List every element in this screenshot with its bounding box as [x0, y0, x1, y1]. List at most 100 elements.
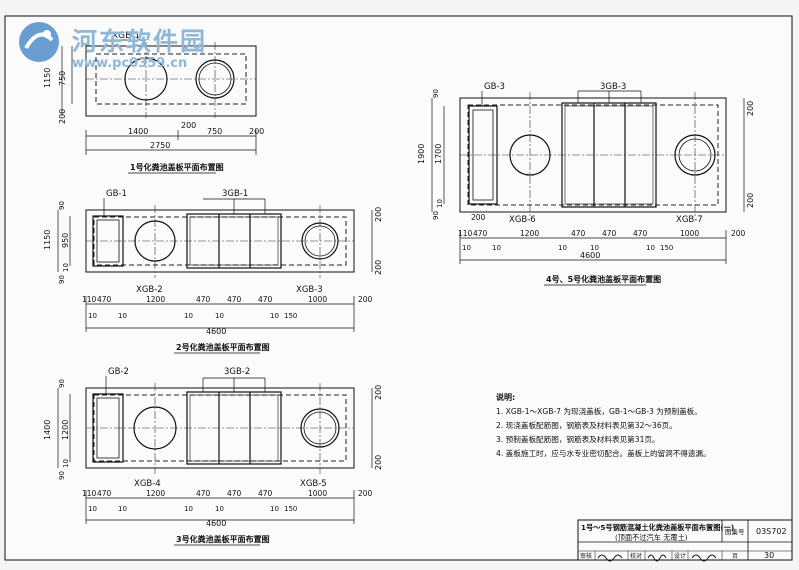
notes-item-2: 2. 现浇盖板配筋图，钢筋表及材料表见第32～36页。: [496, 420, 677, 430]
watermark: 河东软件园 www.pc0359.cn: [6, 10, 216, 71]
sheet-border: [4, 15, 793, 561]
plan2-label-gb: GB-1: [106, 189, 127, 199]
plan3-left-1400: 1400: [43, 420, 52, 440]
plan1-dim-200a: 200: [58, 109, 67, 124]
plan4-label-xgb6: XGB-6: [509, 215, 536, 225]
plan4-manhole-2: [674, 134, 716, 176]
plan4-s-10b: 10: [492, 244, 501, 252]
plan2-caption: 2号化粪池盖板平面布置图: [176, 342, 270, 352]
plan3-manhole-2: [300, 408, 340, 448]
plan1-dim-1150: 1150: [43, 68, 52, 88]
plan-3: GB-2 3GB-2 XGB-4 XGB-5 90 1400 1200 10 9…: [43, 367, 383, 546]
plan2-b-110: 110: [82, 295, 97, 304]
atlas-label: 图集号: [725, 527, 745, 536]
title-block: 1号～5号钢筋混凝土化粪池盖板平面布置图(一) (顶面不过汽车 无覆土) 图集号…: [577, 519, 793, 562]
plan4-manhole-1: [509, 134, 551, 176]
plan4-s-150: 150: [660, 244, 673, 252]
plan4-b-470c: 470: [602, 229, 617, 238]
plan2-b-1000: 1000: [308, 295, 327, 304]
plan4-b-1200: 1200: [520, 229, 539, 238]
plan2-label-xgb3: XGB-3: [296, 285, 323, 295]
plan1-outline: [85, 45, 257, 117]
plan2-manhole-2: [301, 222, 339, 260]
plan1-dim-2750: 2750: [150, 141, 170, 150]
plan3-label-gb: GB-2: [108, 367, 129, 377]
plan3-s-10b: 10: [118, 505, 127, 513]
plan3-b-470a: 470: [97, 489, 112, 498]
plan1-caption: 1号化粪池盖板平面布置图: [130, 162, 224, 172]
watermark-logo-icon: [19, 22, 59, 62]
notes-item-4: 4. 盖板施工时，应与水专业密切配合。盖板上的留洞不得遗漏。: [496, 448, 711, 458]
plan4-left-90b: 90: [432, 211, 440, 220]
plan1-manhole-2: [195, 59, 235, 99]
plan1-dim-200c: 200: [249, 127, 264, 136]
plan3-left-90a: 90: [58, 379, 66, 388]
plan1-dim-750: 750: [58, 71, 67, 86]
plan4-label-gb: GB-3: [484, 82, 505, 92]
plan2-manhole-1: [134, 220, 176, 262]
plan1-label-xgb: XGB-1: [112, 31, 140, 41]
plan3-total: 4600: [206, 519, 226, 528]
plan3-right-200a: 200: [374, 385, 383, 400]
plan2-b-470b: 470: [196, 295, 211, 304]
watermark-url: www.pc0359.cn: [72, 56, 188, 71]
plan2-left-950: 950: [61, 233, 70, 248]
plan1-manhole-1: [124, 57, 168, 101]
plan2-right-200a: 200: [374, 207, 383, 222]
title-line-2: (顶面不过汽车 无覆土): [615, 533, 688, 542]
plan1-slab: [95, 53, 247, 105]
review-label: 审核: [580, 552, 592, 560]
plan3-b-470b: 470: [196, 489, 211, 498]
plan1-dim-200b: 200: [181, 121, 196, 130]
plan4-b-470a: 470: [473, 229, 488, 238]
plan2-label-3gb: 3GB-1: [222, 189, 248, 199]
plan-2: GB-1 3GB-1 XGB-2 XGB-3 90 1150 950 10 90…: [43, 189, 383, 354]
plan3-s-10c: 10: [184, 505, 193, 513]
atlas-number: 03S702: [756, 527, 787, 536]
plan4-b-470d: 470: [633, 229, 648, 238]
plan2-b-470d: 470: [258, 295, 273, 304]
plan4-b-200: 200: [471, 213, 486, 222]
plan4-label-xgb7: XGB-7: [676, 215, 703, 225]
plan3-label-xgb5: XGB-5: [300, 479, 327, 489]
notes: 说明: 1. XGB-1～XGB-7 为现浇盖板，GB-1～GB-3 为预制盖板…: [496, 392, 711, 458]
plan2-total: 4600: [206, 327, 226, 336]
reviewer-signature: [597, 554, 623, 562]
plan2-s-150: 150: [284, 312, 297, 320]
plan2-label-xgb2: XGB-2: [136, 285, 163, 295]
plan3-left-1200: 1200: [61, 420, 70, 440]
plan3-b-470c: 470: [227, 489, 242, 498]
plan2-s-10d: 10: [215, 312, 224, 320]
watermark-title: 河东软件园: [72, 27, 208, 56]
plan4-total: 4600: [580, 251, 600, 260]
plan2-b-470a: 470: [97, 295, 112, 304]
plan3-b-1200: 1200: [146, 489, 165, 498]
plan4-caption: 4号、5号化粪池盖板平面布置图: [546, 274, 661, 284]
plan2-b-470c: 470: [227, 295, 242, 304]
designer-signature: [691, 554, 717, 562]
plan4-b-470b: 470: [571, 229, 586, 238]
check-label: 校对: [630, 552, 642, 560]
plan3-s-10a: 10: [88, 505, 97, 513]
plan4-label-3gb: 3GB-3: [600, 82, 626, 92]
plan4-b-1000: 1000: [680, 229, 699, 238]
notes-heading: 说明:: [496, 392, 515, 402]
plan3-label-3gb: 3GB-2: [224, 367, 250, 377]
plan1-dim-1400: 1400: [128, 127, 148, 136]
plan4-right-200b: 200: [746, 193, 755, 208]
plan3-left-10: 10: [62, 459, 70, 468]
plan2-s-10c: 10: [184, 312, 193, 320]
plan3-right-200b: 200: [374, 455, 383, 470]
plan4-gb-slab: [468, 105, 498, 205]
plan3-label-xgb4: XGB-4: [134, 479, 161, 489]
plan4-right-200a: 200: [746, 101, 755, 116]
plan3-s-10d: 10: [215, 505, 224, 513]
plan3-left-90b: 90: [58, 471, 66, 480]
plan4-b-110: 110: [458, 229, 473, 238]
plan2-right-200b: 200: [374, 260, 383, 275]
plan2-b-1200: 1200: [146, 295, 165, 304]
checker-signature: [647, 554, 667, 562]
plan4-s-10d: 10: [590, 244, 599, 252]
title-line-1: 1号～5号钢筋混凝土化粪池盖板平面布置图(一): [581, 523, 734, 532]
page-number: 30: [764, 551, 774, 560]
